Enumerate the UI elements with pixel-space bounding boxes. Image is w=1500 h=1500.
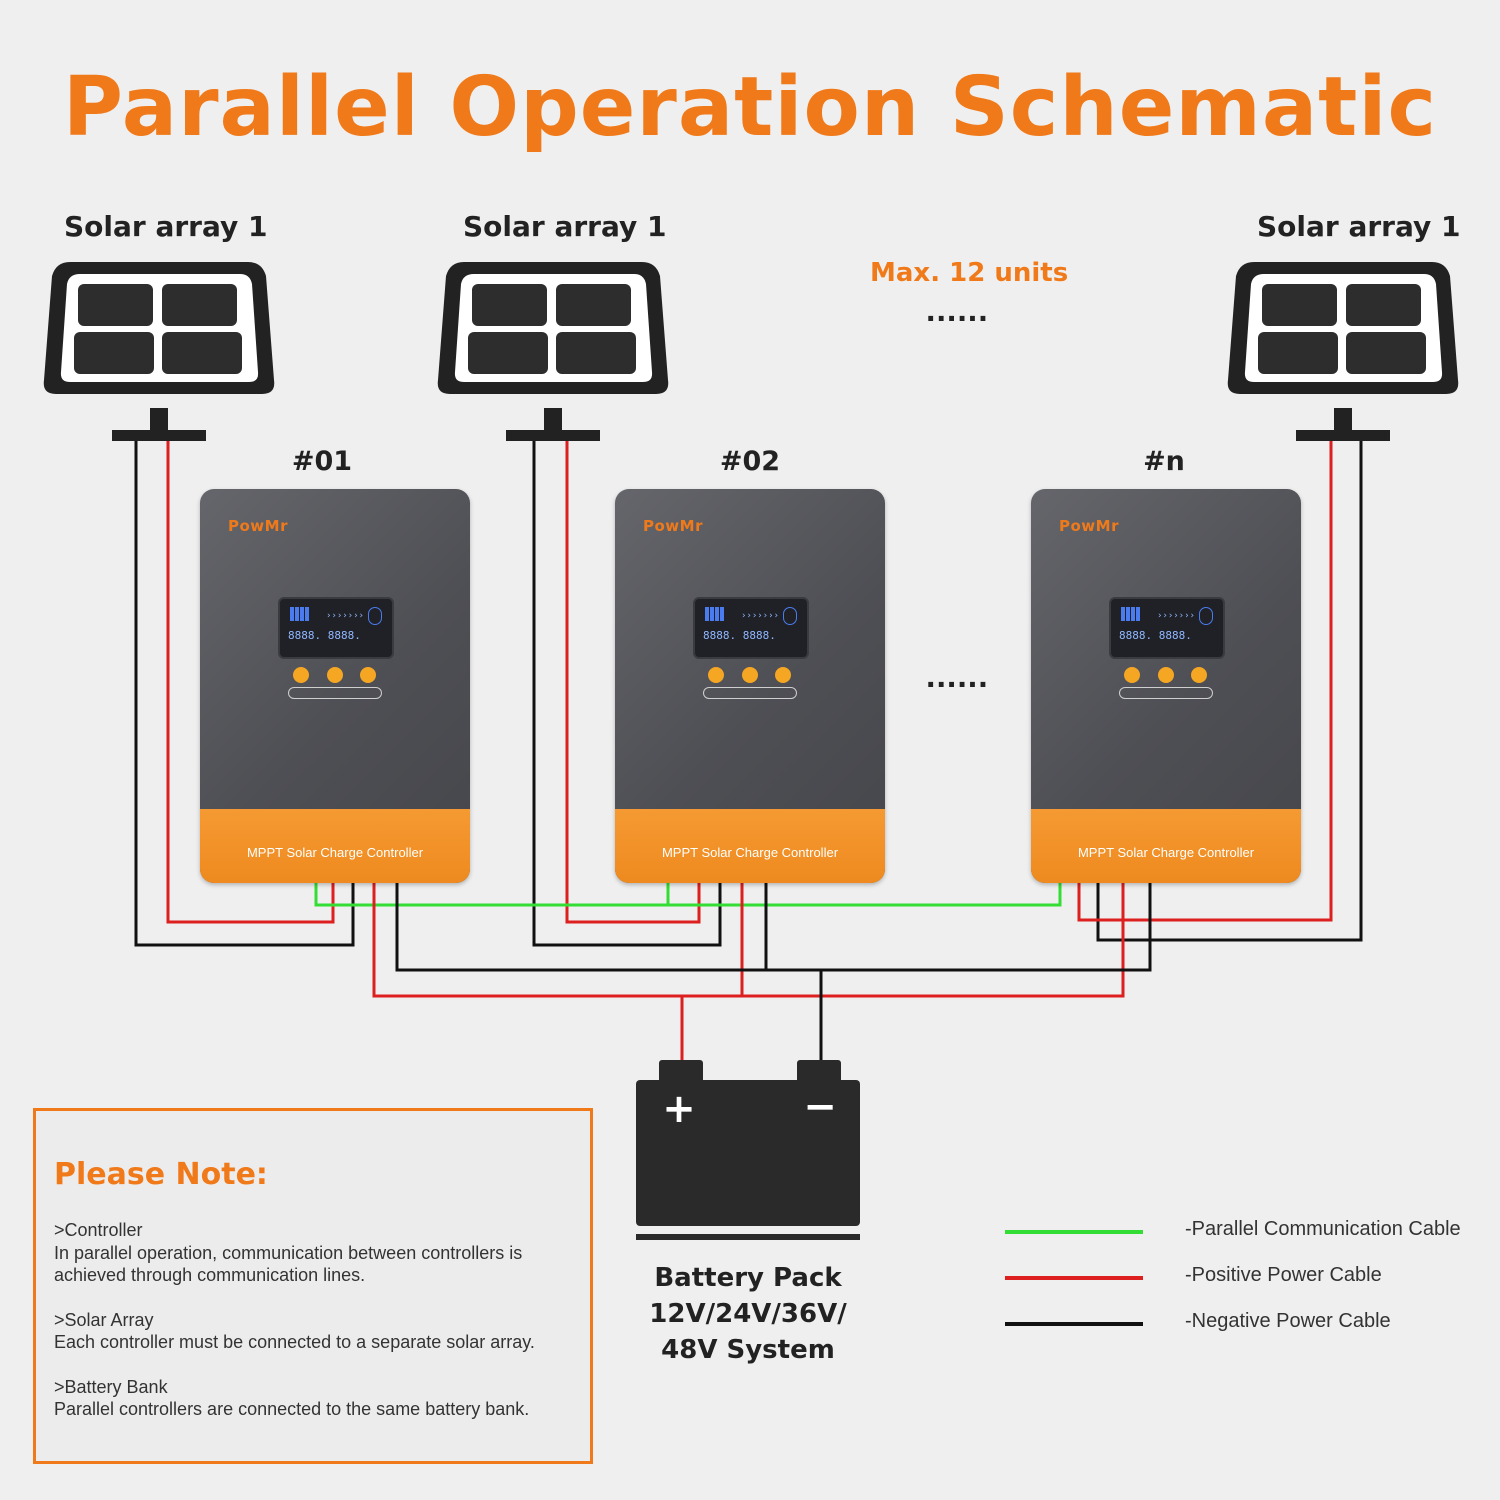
battery-plus-sign: +: [662, 1086, 696, 1132]
brand-logo: PowMr: [228, 517, 288, 535]
controller-footer: MPPT Solar Charge Controller: [1031, 809, 1301, 883]
lcd-readout: 8888. 8888.: [288, 629, 361, 642]
note-heading: >Controller: [54, 1220, 143, 1240]
battery-label-line1: Battery Pack: [654, 1263, 842, 1293]
legend-swatch-positive: [1005, 1276, 1143, 1280]
legend-label-negative: -Negative Power Cable: [1185, 1310, 1391, 1332]
solar-array-label-2: Solar array 1: [463, 210, 667, 243]
flow-arrows-icon: ›››››››: [1157, 611, 1195, 621]
note-heading: >Solar Array: [54, 1309, 154, 1330]
battery-icon: + −: [636, 1060, 860, 1240]
battery-status-icon: [368, 607, 382, 625]
legend-swatch-communication: [1005, 1230, 1143, 1234]
down-button: [775, 667, 791, 683]
note-body: >Controller In parallel operation, commu…: [54, 1219, 584, 1443]
lcd-readout: 8888. 8888.: [703, 629, 776, 642]
array1-positive-cable: [166, 441, 335, 924]
note-text: In parallel operation, communication bet…: [54, 1242, 523, 1286]
lcd-screen: ››››››› 8888. 8888.: [1109, 597, 1225, 659]
brand-logo: PowMr: [643, 517, 703, 535]
ellipsis-top: ......: [926, 291, 989, 329]
legend-label-communication: -Parallel Communication Cable: [1185, 1218, 1461, 1240]
note-title: Please Note:: [54, 1157, 268, 1192]
pv-set-button: [708, 667, 724, 683]
up-button: [327, 667, 343, 683]
controller-footer-label: MPPT Solar Charge Controller: [1077, 845, 1255, 860]
page-title: Parallel Operation Schematic: [62, 60, 1438, 155]
array1-negative-cable: [134, 441, 355, 947]
communication-bus: [314, 882, 1062, 907]
ellipsis-middle: ......: [926, 657, 989, 695]
note-item-controller: >Controller In parallel operation, commu…: [54, 1219, 584, 1287]
up-button: [742, 667, 758, 683]
legend-label-positive: -Positive Power Cable: [1185, 1264, 1382, 1286]
lcd-screen: ››››››› 8888. 8888.: [693, 597, 809, 659]
battery-label: Battery Pack 12V/24V/36V/ 48V System: [610, 1260, 886, 1368]
note-box: Please Note: >Controller In parallel ope…: [33, 1108, 593, 1464]
note-item-solar-array: >Solar Array Each controller must be con…: [54, 1309, 584, 1354]
solar-array-label-1: Solar array 1: [64, 210, 268, 243]
controller-id-2: #02: [719, 446, 781, 477]
solar-panel-2: [437, 262, 669, 441]
controller-id-n: #n: [1143, 446, 1185, 477]
note-text: Parallel controllers are connected to th…: [54, 1399, 530, 1419]
battery-minus-sign: −: [803, 1084, 837, 1130]
controller-footer: MPPT Solar Charge Controller: [200, 809, 470, 883]
controller-02: PowMr ››››››› 8888. 8888. MPPT Solar Cha…: [615, 489, 885, 883]
controller-footer-label: MPPT Solar Charge Controller: [661, 845, 839, 860]
solar-panel-icon: [1121, 607, 1141, 621]
lcd-screen: ››››››› 8888. 8888.: [278, 597, 394, 659]
positive-bus: [372, 882, 1125, 998]
controller-n: PowMr ››››››› 8888. 8888. MPPT Solar Cha…: [1031, 489, 1301, 883]
down-button: [1191, 667, 1207, 683]
array2-positive-cable: [565, 441, 701, 924]
note-heading: >Battery Bank: [54, 1376, 168, 1397]
battery-bus: [372, 882, 1152, 1062]
solar-panel-1: [43, 262, 275, 441]
controller-footer-label: MPPT Solar Charge Controller: [246, 845, 424, 860]
lcd-readout: 8888. 8888.: [1119, 629, 1192, 642]
battery-label-line3: 48V System: [661, 1335, 835, 1365]
max-units-label: Max. 12 units: [870, 258, 1069, 288]
battery-status-icon: [1199, 607, 1213, 625]
flow-arrows-icon: ›››››››: [326, 611, 364, 621]
button-labels: [288, 687, 382, 699]
note-text: Each controller must be connected to a s…: [54, 1332, 535, 1352]
note-item-battery-bank: >Battery Bank Parallel controllers are c…: [54, 1376, 584, 1421]
controller-01: PowMr ››››››› 8888. 8888. MPPT Solar Cha…: [200, 489, 470, 883]
controller-footer: MPPT Solar Charge Controller: [615, 809, 885, 883]
brand-logo: PowMr: [1059, 517, 1119, 535]
negative-bus: [395, 882, 1152, 972]
array3-negative-cable: [1096, 441, 1363, 942]
down-button: [360, 667, 376, 683]
controller-id-1: #01: [291, 446, 353, 477]
solar-array-label-3: Solar array 1: [1257, 210, 1461, 243]
pv-set-button: [1124, 667, 1140, 683]
button-labels: [703, 687, 797, 699]
button-labels: [1119, 687, 1213, 699]
solar-panel-icon: [290, 607, 310, 621]
flow-arrows-icon: ›››››››: [741, 611, 779, 621]
pv-set-button: [293, 667, 309, 683]
array3-positive-cable: [1077, 441, 1333, 922]
battery-status-icon: [783, 607, 797, 625]
solar-wiring: [134, 441, 1363, 947]
array2-negative-cable: [532, 441, 722, 947]
legend-swatch-negative: [1005, 1322, 1143, 1326]
battery-label-line2: 12V/24V/36V/: [649, 1299, 847, 1329]
solar-panel-3: [1227, 262, 1459, 441]
solar-panel-icon: [705, 607, 725, 621]
up-button: [1158, 667, 1174, 683]
